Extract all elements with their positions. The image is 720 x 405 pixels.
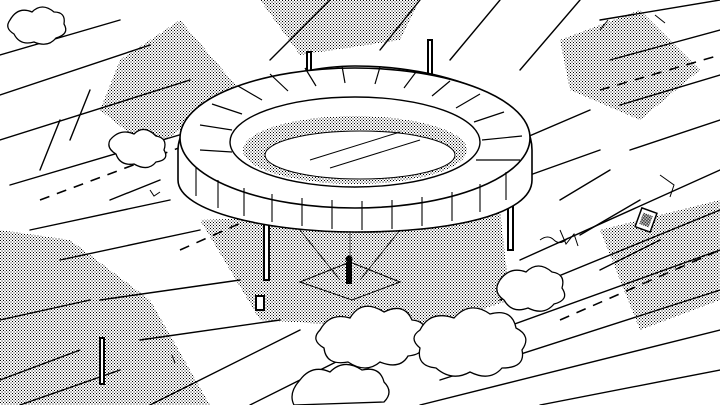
ring-wall-segments	[195, 168, 507, 230]
ring-structure	[177, 65, 533, 233]
pillar-back-right	[427, 39, 433, 79]
ground-details	[149, 14, 675, 364]
bush-right	[413, 307, 527, 377]
pillar-far-left	[99, 337, 105, 385]
support-pillars	[99, 39, 514, 385]
foliage	[7, 6, 566, 405]
shadow-right-field	[560, 10, 700, 120]
shadow-left-bank	[0, 230, 210, 405]
bush-left	[108, 128, 167, 169]
player-figure	[346, 262, 352, 284]
ring-floor	[264, 130, 456, 180]
shadow-upper-left	[100, 20, 240, 150]
pillar-base-left	[255, 295, 265, 311]
shadow-right-strip	[600, 200, 720, 330]
player-character	[298, 255, 402, 301]
ring-segments	[199, 65, 523, 161]
bush-lower	[291, 363, 390, 405]
bush-far-right	[496, 265, 566, 312]
court-lines	[309, 131, 421, 169]
road-sign	[634, 206, 658, 234]
shadow-top-band	[260, 0, 420, 55]
player-head	[345, 255, 353, 263]
bush-top-left	[7, 6, 67, 45]
